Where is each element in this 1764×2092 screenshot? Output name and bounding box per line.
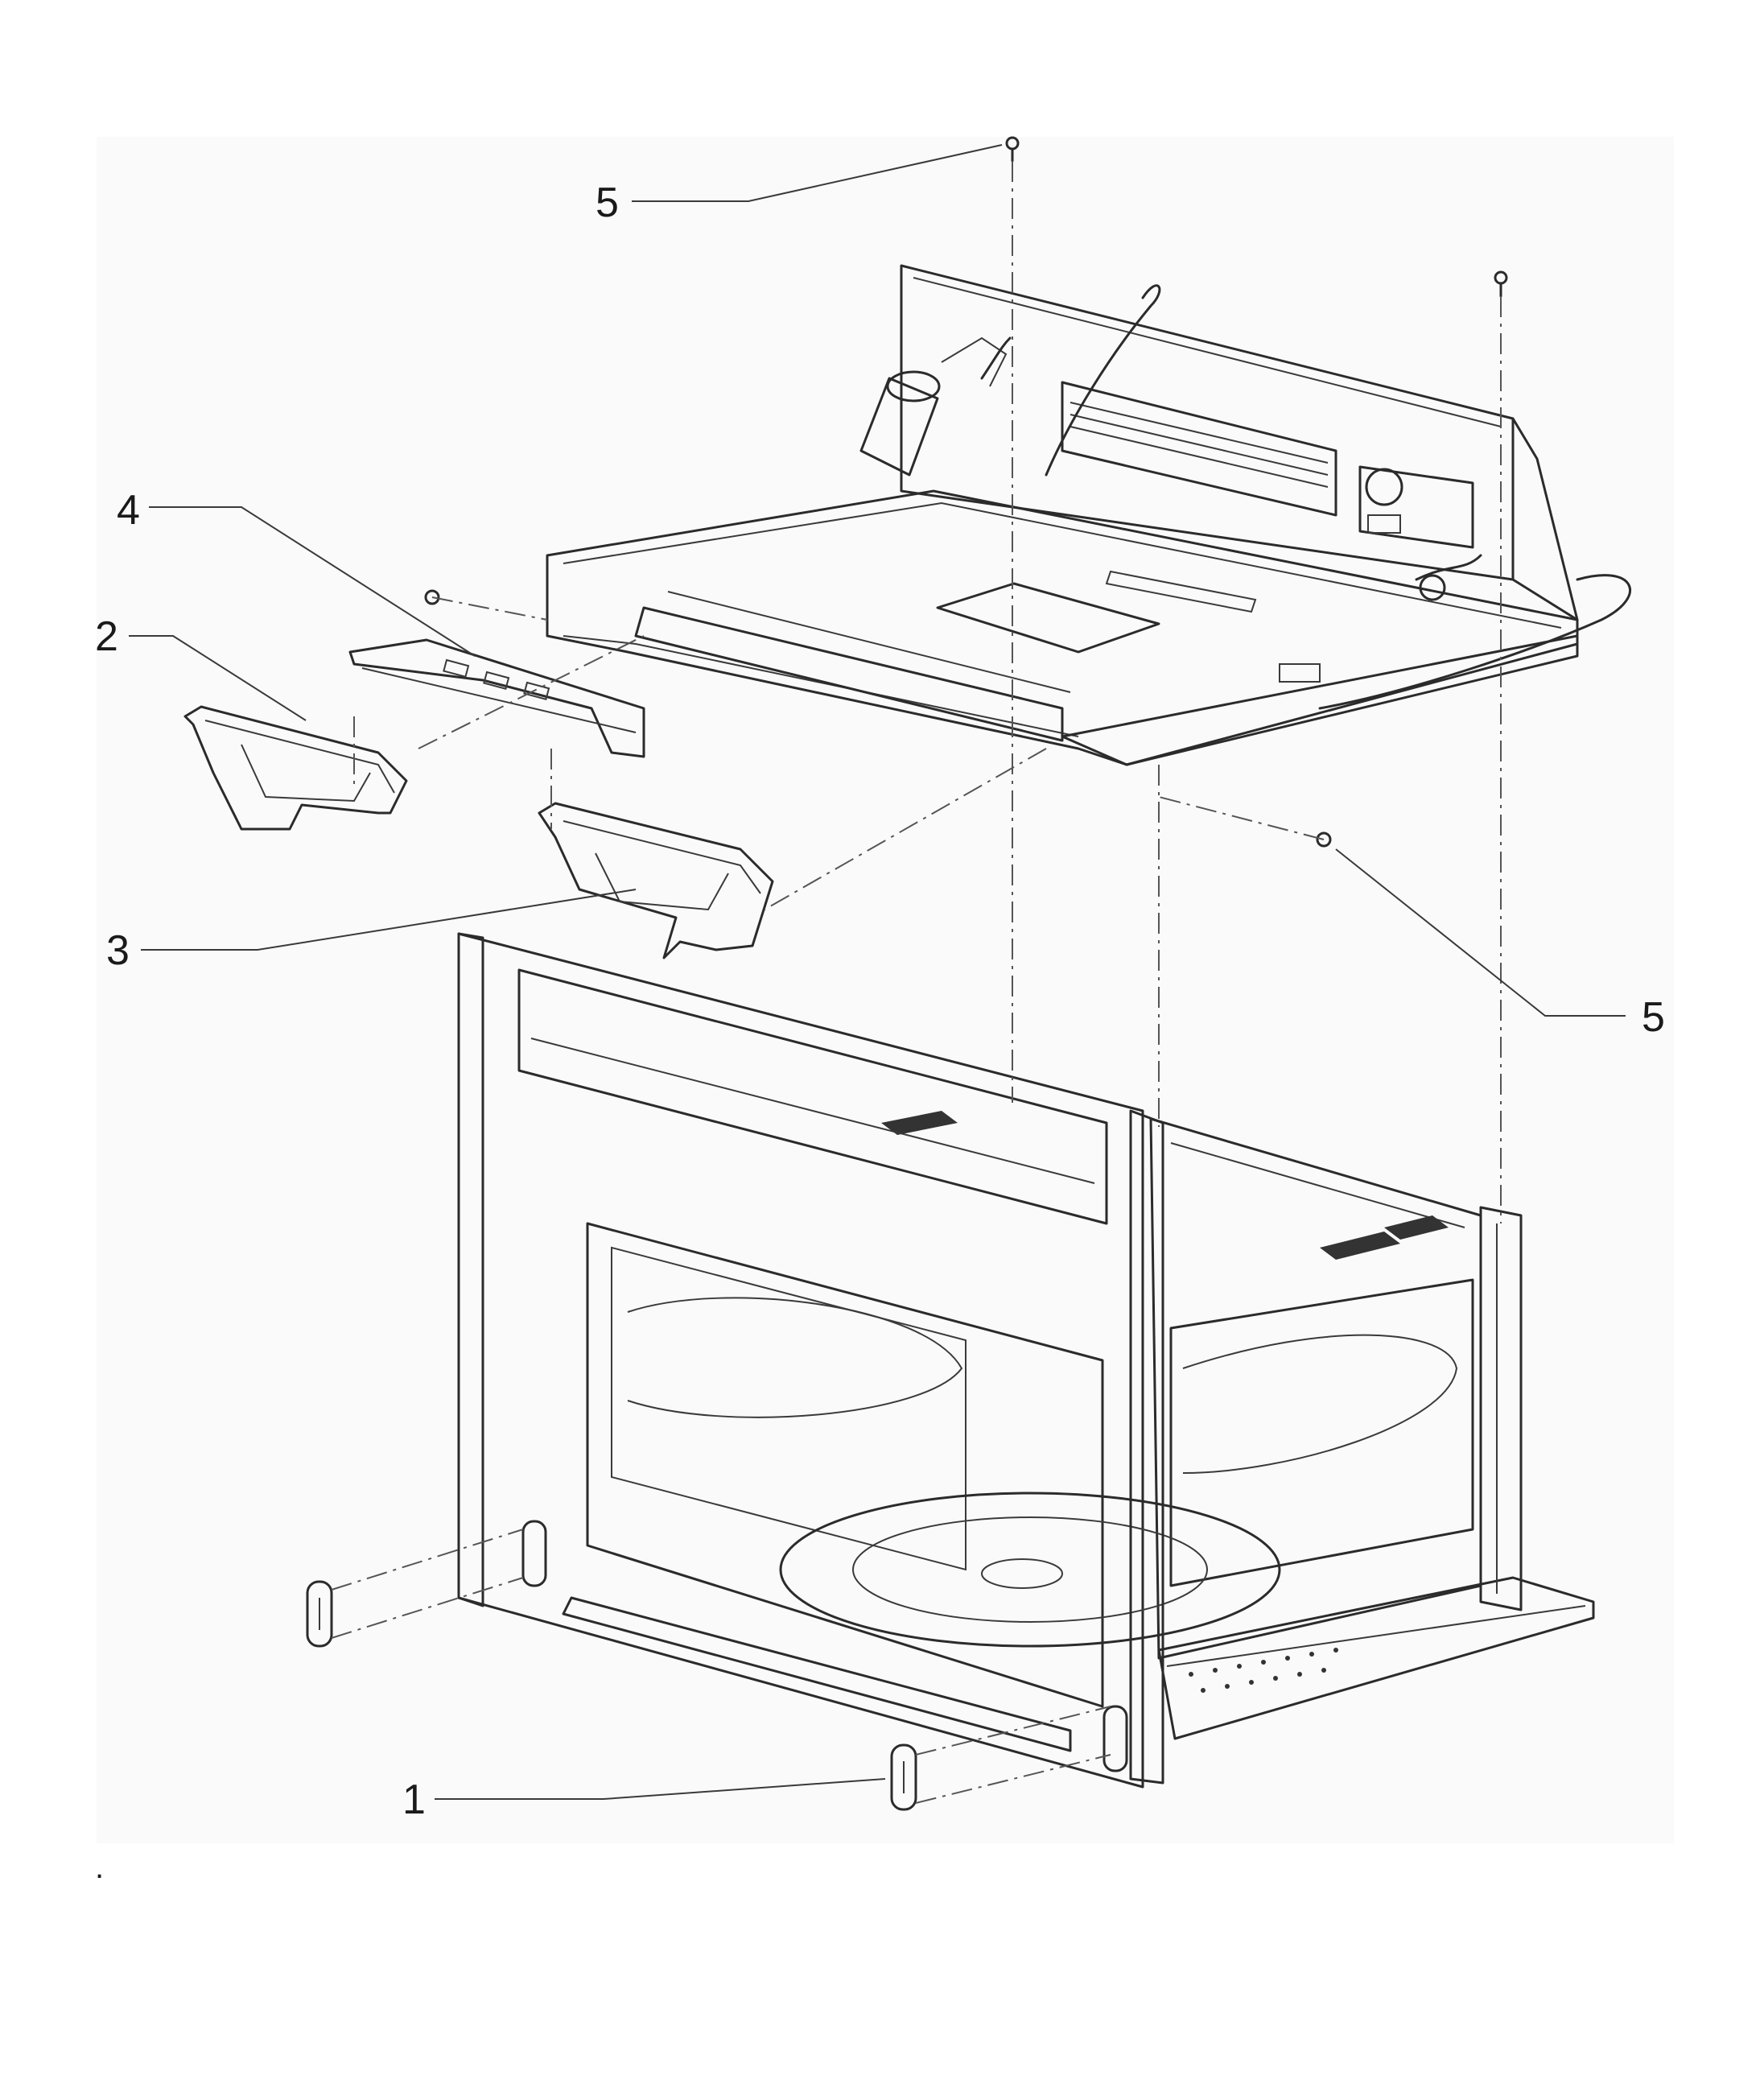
callout-4: 4 (117, 487, 140, 534)
footnote-mark: . (95, 1850, 105, 1885)
control-board (1358, 465, 1474, 549)
part-4-vent-duct (348, 638, 645, 758)
screw-top-left (1005, 136, 1020, 163)
wire-harness (980, 284, 1631, 710)
foot-slot-right (1102, 1705, 1128, 1772)
callout-3: 3 (106, 927, 130, 974)
assembly-lines (331, 161, 1502, 1804)
callout-1: 1 (402, 1776, 426, 1823)
callout-5-top: 5 (596, 179, 619, 226)
screw-side-right (1316, 831, 1332, 848)
part-3-center-bracket (538, 802, 774, 959)
oven-cavity (881, 1111, 1595, 1740)
capacitor (859, 336, 1008, 477)
part-1-foot-left (306, 1580, 333, 1648)
top-mounting-plate (546, 264, 1579, 766)
diagram-background (97, 137, 1674, 1843)
foot-slot-left (521, 1520, 547, 1587)
screw-top-right (1494, 270, 1508, 298)
leader-lines (129, 144, 1626, 1800)
screw-side-left (424, 589, 440, 605)
floor-perforation (1189, 1648, 1338, 1693)
part-1-foot-front (890, 1743, 917, 1811)
cooling-fan-assembly (1061, 381, 1337, 517)
front-frame (457, 932, 1281, 1789)
part-2-left-bracket (183, 705, 408, 831)
callout-5-right: 5 (1642, 994, 1665, 1041)
callout-2: 2 (95, 613, 118, 660)
